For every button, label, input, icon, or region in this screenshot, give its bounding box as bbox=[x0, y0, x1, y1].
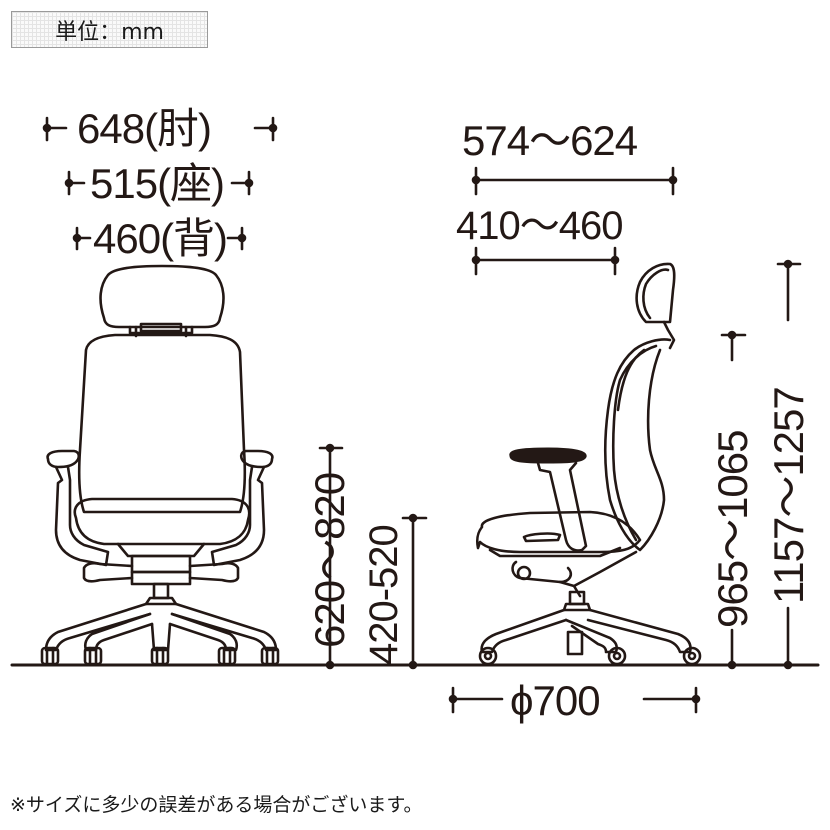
overall-height-label: 1157～1257 bbox=[765, 387, 812, 604]
front-view-chair bbox=[40, 264, 280, 666]
seat-height-label: 420-520 bbox=[362, 525, 406, 665]
seat-depth-label: 410～460 bbox=[456, 204, 623, 248]
seat-width-label: 515(座) bbox=[90, 160, 225, 207]
overall-depth-label: 574～624 bbox=[462, 117, 638, 164]
armrest-width-label: 648(肘) bbox=[77, 105, 212, 152]
armrest-height-label: 620～820 bbox=[306, 472, 353, 648]
base-diameter-dimension-markers bbox=[448, 686, 701, 714]
footnote: ※サイズに多少の誤差がある場合がございます。 bbox=[10, 794, 423, 816]
front-height-dimension-markers bbox=[318, 443, 428, 670]
front-casters bbox=[40, 646, 280, 666]
side-depth-dimension-markers bbox=[471, 166, 678, 276]
front-width-dimension-markers bbox=[42, 116, 278, 251]
back-width-label: 460(背) bbox=[93, 215, 228, 262]
side-height-dimension-markers bbox=[720, 259, 802, 670]
base-diameter-label: ϕ700 bbox=[510, 677, 601, 724]
unit-label: 単位：mm bbox=[11, 11, 208, 48]
back-height-label: 965～1065 bbox=[709, 430, 756, 628]
side-view-chair bbox=[475, 262, 702, 666]
side-casters bbox=[478, 646, 702, 666]
